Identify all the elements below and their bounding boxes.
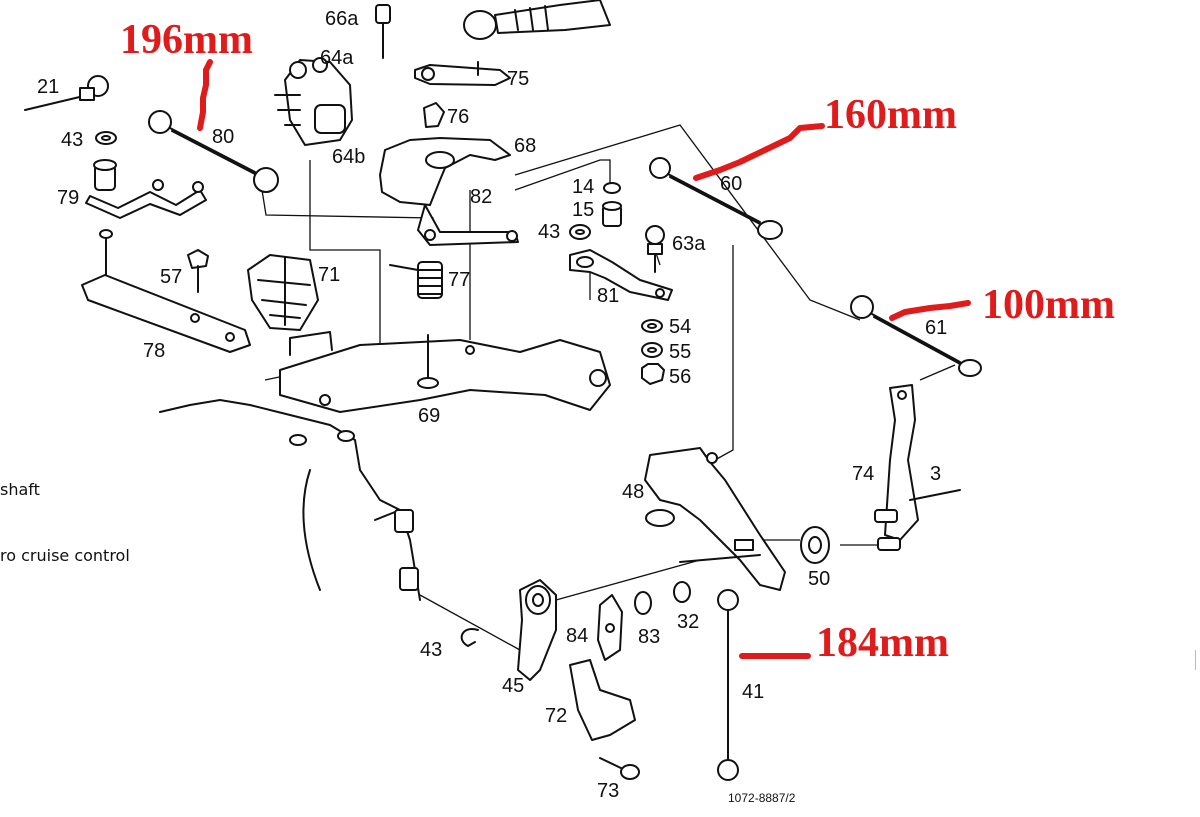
label-41: 41 bbox=[742, 681, 764, 703]
small-parts-14-15-43 bbox=[569, 182, 622, 240]
assembly-64 bbox=[274, 57, 353, 146]
cable-boot bbox=[463, 0, 611, 40]
nut-76 bbox=[423, 102, 445, 128]
bolt-57 bbox=[187, 249, 209, 293]
lever-75 bbox=[414, 61, 511, 86]
bellcrank-68-82 bbox=[379, 137, 519, 246]
label-57: 57 bbox=[160, 266, 182, 288]
lever-74 bbox=[874, 384, 961, 551]
side-note-shaft: shaft bbox=[0, 480, 40, 499]
label-72: 72 bbox=[545, 705, 567, 727]
label-66a: 66a bbox=[325, 8, 359, 30]
label-56: 56 bbox=[669, 366, 691, 388]
label-48: 48 bbox=[622, 481, 644, 503]
label-73: 73 bbox=[597, 780, 619, 802]
label-77: 77 bbox=[448, 269, 470, 291]
measurement-rod-80: 196mm bbox=[120, 17, 253, 63]
washers-54-55-56 bbox=[641, 319, 665, 385]
rod-41 bbox=[717, 589, 739, 781]
label-69: 69 bbox=[418, 405, 440, 427]
rod-60 bbox=[649, 157, 783, 240]
switch-71 bbox=[247, 254, 319, 331]
bracket-72 bbox=[569, 659, 636, 741]
bracket-81 bbox=[569, 249, 673, 301]
label-15: 15 bbox=[572, 199, 594, 221]
label-84: 84 bbox=[566, 625, 588, 647]
bolt-73 bbox=[599, 757, 640, 780]
pointer-rod-80 bbox=[197, 59, 213, 131]
bracket-79 bbox=[85, 159, 207, 219]
label-21: 21 bbox=[37, 76, 59, 98]
label-45: 45 bbox=[502, 675, 524, 697]
label-63a: 63a bbox=[672, 233, 706, 255]
label-14: 14 bbox=[572, 176, 594, 198]
pivot-parts bbox=[597, 554, 761, 661]
pointer-rod-61 bbox=[889, 300, 971, 321]
label-81: 81 bbox=[597, 285, 619, 307]
label-61: 61 bbox=[925, 317, 947, 339]
side-notes: shaft ro cruise control bbox=[0, 480, 130, 565]
label-43-bottom: 43 bbox=[420, 639, 442, 661]
label-32: 32 bbox=[677, 611, 699, 633]
lever-45 bbox=[517, 579, 557, 681]
label-68: 68 bbox=[514, 135, 536, 157]
bolt-66a bbox=[375, 4, 391, 59]
label-64b: 64b bbox=[332, 146, 365, 168]
scrollbar-edge[interactable] bbox=[1195, 650, 1200, 670]
label-60: 60 bbox=[720, 173, 742, 195]
label-55: 55 bbox=[669, 341, 691, 363]
drawing-code: 1072-8887/2 bbox=[728, 791, 796, 805]
label-74: 74 bbox=[852, 463, 874, 485]
gearbox-housing bbox=[159, 399, 421, 601]
label-83: 83 bbox=[638, 626, 660, 648]
label-80: 80 bbox=[212, 126, 234, 148]
label-43-top: 43 bbox=[61, 129, 83, 151]
plate-69 bbox=[279, 331, 611, 413]
measurement-rod-60: 160mm bbox=[824, 92, 957, 138]
label-54: 54 bbox=[669, 316, 691, 338]
label-82: 82 bbox=[470, 186, 492, 208]
label-64a: 64a bbox=[320, 47, 354, 69]
red-annotations: 196mm 160mm 100mm 184mm bbox=[120, 17, 1115, 666]
side-note-cruise: ro cruise control bbox=[0, 546, 130, 565]
clip-43-bottom bbox=[460, 628, 479, 647]
label-50: 50 bbox=[808, 568, 830, 590]
label-78: 78 bbox=[143, 340, 165, 362]
label-75: 75 bbox=[507, 68, 529, 90]
label-43-mid: 43 bbox=[538, 221, 560, 243]
rod-21 bbox=[24, 75, 109, 111]
bracket-48 bbox=[644, 447, 786, 591]
pointer-rod-60 bbox=[693, 123, 825, 181]
bracket-78 bbox=[81, 229, 251, 353]
label-76: 76 bbox=[447, 106, 469, 128]
rod-80 bbox=[148, 110, 279, 193]
bush-50 bbox=[800, 526, 830, 564]
ballpin-63a bbox=[645, 225, 665, 273]
label-79: 79 bbox=[57, 187, 79, 209]
spring-77 bbox=[389, 261, 443, 299]
nut-43-top bbox=[95, 131, 117, 145]
label-71: 71 bbox=[318, 264, 340, 286]
part-labels: 66a 64a 64b 75 76 68 82 21 80 43 79 14 1… bbox=[37, 8, 947, 805]
measurement-rod-61: 100mm bbox=[982, 282, 1115, 328]
label-3: 3 bbox=[930, 463, 941, 485]
rod-61 bbox=[850, 295, 982, 377]
measurement-rod-41: 184mm bbox=[816, 620, 949, 666]
